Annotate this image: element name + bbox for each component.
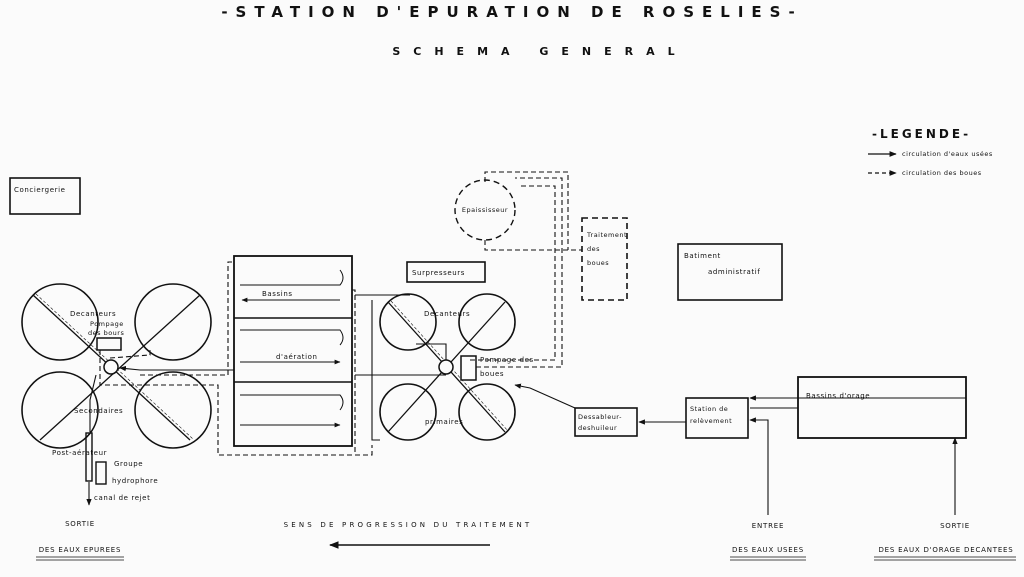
legend: -LEGENDE- circulation d'eaux usées circu…: [868, 127, 993, 177]
bassins-orage-box: [797, 376, 967, 439]
conciergerie-box: [9, 177, 81, 215]
sortie-left-label: SORTIE: [65, 520, 95, 528]
conciergerie-label: Conciergerie: [14, 186, 66, 194]
post-aerateur-box: [85, 432, 93, 482]
hydrophore-label: hydrophore: [112, 477, 158, 485]
secondaires-label: Secondaires: [74, 407, 123, 415]
groupe-label: Groupe: [114, 460, 143, 468]
bassins-orage-label: Bassins d'orage: [806, 392, 870, 400]
epaississeur-label: Epaississeur: [462, 206, 508, 214]
decanteurs-mid-label: Decanteurs: [424, 310, 470, 318]
decanteurs-secondaires: [21, 283, 212, 449]
aeration-label: d'aération: [276, 353, 318, 361]
sens-label: SENS DE PROGRESSION DU TRAITEMENT: [284, 521, 533, 529]
hydrophore-box: [95, 461, 107, 485]
sortie-right-label: SORTIE: [940, 522, 970, 530]
legend-title: -LEGENDE-: [872, 127, 971, 141]
canal-label: canal de rejet: [94, 494, 150, 502]
pompage-left-label-1: Pompage: [90, 320, 124, 328]
decanteurs-left-label: Decanteurs: [70, 310, 116, 318]
water-flow-lines: [86, 294, 966, 515]
traitement-label-2: des: [587, 245, 600, 253]
station-label-1: Station de: [690, 405, 728, 413]
decanteurs-primaires: [379, 293, 516, 441]
eaux-orage-label: DES EAUX D'ORAGE DECANTEES: [878, 546, 1013, 554]
surpresseurs-label: Surpresseurs: [412, 269, 465, 277]
traitement-label-1: Traitement: [586, 231, 627, 239]
batiment-label-1: Batiment: [684, 252, 721, 260]
boues-mid-label: boues: [480, 370, 504, 378]
batiment-label-2: administratif: [708, 268, 760, 276]
legend-item-boues: circulation des boues: [902, 169, 982, 177]
traitement-boues-box: [581, 217, 628, 301]
station-box: [685, 397, 749, 439]
eaux-usees-label: DES EAUX USEES: [732, 546, 804, 554]
bassins-label: Bassins: [262, 290, 293, 298]
diagram-title: -STATION D'EPURATION DE ROSELIES-: [221, 3, 802, 21]
batiment-box: [677, 243, 783, 301]
pompage-left-label-2: des bours: [88, 329, 124, 337]
eaux-epurees-label: DES EAUX EPUREES: [39, 546, 122, 554]
entree-label: ENTREE: [752, 522, 784, 530]
diagram-subtitle: SCHEMA GENERAL: [392, 45, 687, 58]
primaires-label: primaires: [425, 418, 463, 426]
bassins-aeration: [233, 255, 353, 447]
dessableur-box: [574, 407, 638, 437]
surpresseurs-box: [406, 261, 486, 283]
post-aerateur-label: Post-aérateur: [52, 449, 107, 457]
sludge-flow-lines: [99, 171, 582, 456]
station-label-2: relèvement: [690, 417, 732, 425]
traitement-label-3: boues: [587, 259, 609, 267]
dessableur-label-1: Dessableur-: [578, 413, 622, 421]
legend-item-eaux-usees: circulation d'eaux usées: [902, 150, 993, 158]
dessableur-label-2: deshuileur: [578, 424, 617, 432]
